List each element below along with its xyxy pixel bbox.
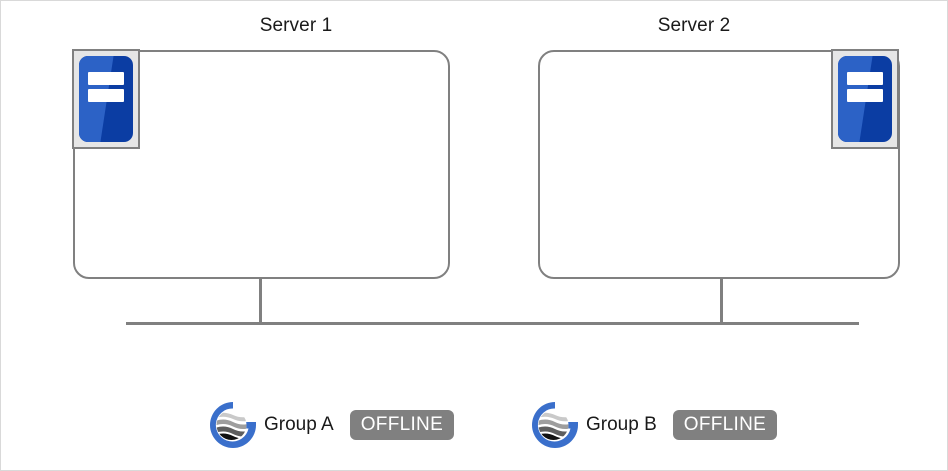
device-icon-bar-top [87,72,125,86]
group-a-label: Group A [264,414,334,435]
globe-g-logo [210,402,256,448]
device-icon-bar-top [846,72,884,86]
device-icon-bar-bottom [87,88,125,102]
server-1-title: Server 1 [259,15,333,36]
server-2-network-drop-line [720,278,723,325]
network-bus-line [126,322,859,325]
server-1-network-drop-line [259,278,262,325]
group-a-row: Group A OFFLINE [208,399,455,451]
group-b-status-badge[interactable]: OFFLINE [672,409,778,441]
server-1-device-frame[interactable] [72,49,140,149]
group-b-row: Group B OFFLINE [530,399,778,451]
server-device-icon [838,56,892,142]
server-device-icon [79,56,133,142]
server-2-title: Server 2 [657,15,731,36]
group-a-status-badge[interactable]: OFFLINE [349,409,455,441]
group-b-label: Group B [586,414,657,435]
globe-g-logo [532,402,578,448]
server-2-device-frame[interactable] [831,49,899,149]
device-icon-bar-bottom [846,88,884,102]
